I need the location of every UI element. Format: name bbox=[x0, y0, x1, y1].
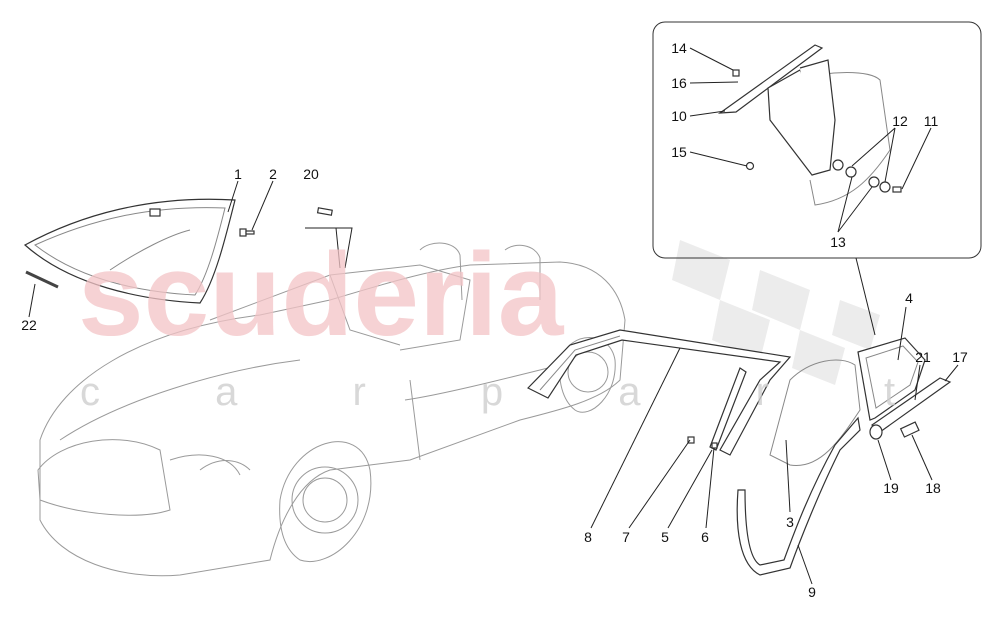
callout-7: 7 bbox=[622, 529, 630, 545]
callout-1: 1 bbox=[234, 166, 242, 182]
leader-lines bbox=[28, 47, 959, 585]
watermark-brand: scuderia bbox=[78, 229, 565, 361]
callout-9: 9 bbox=[808, 584, 816, 600]
inset-pointer bbox=[855, 257, 876, 336]
callout-4: 4 bbox=[905, 290, 913, 306]
part-door-glass bbox=[769, 359, 861, 467]
callout-2: 2 bbox=[269, 166, 277, 182]
part-door-weatherstrip bbox=[736, 416, 861, 576]
part-quarter-glass bbox=[857, 337, 926, 421]
part-window-channel bbox=[709, 367, 747, 451]
callout-19: 19 bbox=[883, 480, 899, 496]
callout-12: 12 bbox=[892, 113, 908, 129]
part-windscreen bbox=[23, 198, 236, 304]
part-bracket bbox=[899, 421, 920, 438]
callout-16: 16 bbox=[671, 75, 687, 91]
callout-13: 13 bbox=[830, 234, 846, 250]
part-clip bbox=[239, 228, 255, 237]
part-pin bbox=[316, 207, 333, 216]
car-illustration bbox=[37, 242, 626, 577]
watermark-tagline: c a r p a r t s bbox=[80, 370, 1000, 414]
callout-20: 20 bbox=[303, 166, 319, 182]
text-watermark: scuderia c a r p a r t s bbox=[78, 229, 1000, 414]
part-grommet bbox=[869, 424, 883, 440]
callout-21: 21 bbox=[915, 349, 931, 365]
callout-22: 22 bbox=[21, 317, 37, 333]
part-window-regulator bbox=[717, 44, 902, 206]
part-door-seal bbox=[526, 329, 792, 456]
callout-17: 17 bbox=[952, 349, 968, 365]
callout-8: 8 bbox=[584, 529, 592, 545]
callout-18: 18 bbox=[925, 480, 941, 496]
part-strip bbox=[25, 270, 59, 289]
callout-5: 5 bbox=[661, 529, 669, 545]
callout-6: 6 bbox=[701, 529, 709, 545]
checkered-flag-watermark bbox=[672, 240, 880, 385]
callout-10: 10 bbox=[671, 108, 687, 124]
callout-11: 11 bbox=[924, 113, 939, 129]
callout-14: 14 bbox=[671, 40, 687, 56]
part-screw bbox=[687, 436, 718, 449]
detail-inset-frame bbox=[652, 21, 982, 259]
callout-15: 15 bbox=[671, 144, 687, 160]
callout-labels: 1 2 20 22 14 16 10 15 12 11 13 4 21 17 1… bbox=[21, 40, 968, 600]
callout-3: 3 bbox=[786, 514, 794, 530]
